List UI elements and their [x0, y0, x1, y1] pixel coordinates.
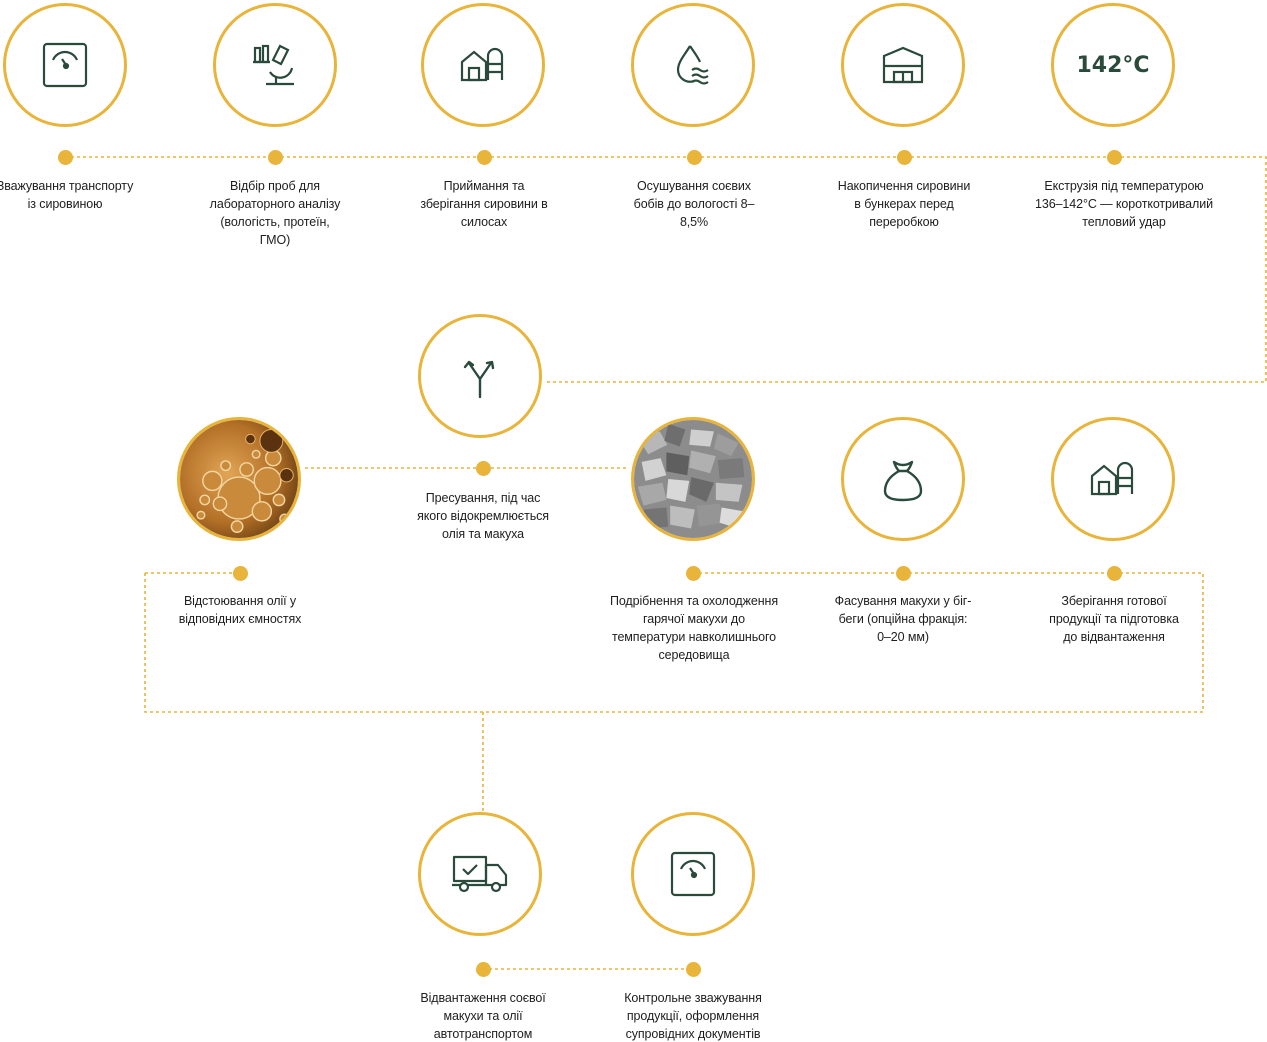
step-10-dot [896, 566, 911, 581]
step-10-label: Фасування макухи у біг-беги (опційна фра… [834, 594, 972, 644]
step-2-circle [213, 3, 337, 127]
step-1-dot [58, 150, 73, 165]
microscope-icon [253, 44, 294, 86]
step-9-dot [686, 566, 701, 581]
step-12-label: Відвантаження соєвої макухи та олії авто… [420, 991, 546, 1041]
hangar-icon [882, 46, 924, 84]
step-11-circle [1051, 417, 1175, 541]
step-6-dot [1107, 150, 1122, 165]
truck-icon [452, 855, 508, 893]
step-9-circle [631, 417, 755, 541]
step-12-circle [418, 812, 542, 936]
step-6-circle: 142°С [1051, 3, 1175, 127]
scale-icon [42, 42, 88, 88]
step-8-label: Відстоювання олії у відповідних ємностях [178, 594, 302, 626]
step-13-circle [631, 812, 755, 936]
step-1-label: Зважування транспорту із сировиною [0, 179, 134, 211]
step-6-label: Екструзія під температурою 136–142°С — к… [1034, 179, 1213, 229]
step-3-label: Приймання та зберігання сировини в силос… [420, 179, 548, 229]
drying-icon [676, 45, 709, 85]
cake-photo [634, 420, 752, 538]
step-2-dot [268, 150, 283, 165]
step-4-label: Осушування соєвих бобів до вологості 8–8… [633, 179, 755, 229]
temperature-text: 142°С [1076, 52, 1150, 78]
step-3-dot [477, 150, 492, 165]
step-8-dot [233, 566, 248, 581]
step-4-circle [631, 3, 755, 127]
scale-icon [670, 851, 716, 897]
step-4-dot [687, 150, 702, 165]
oil-photo [180, 420, 298, 538]
step-7-circle [418, 314, 542, 438]
step-7-label: Пресування, під час якого відокремлюєтьс… [417, 491, 549, 541]
silo-icon [460, 47, 504, 82]
step-9-label: Подрібнення та охолодження гарячої макух… [609, 594, 779, 662]
bag-icon [883, 460, 923, 502]
silo-icon [1090, 461, 1134, 496]
step-13-dot [686, 962, 701, 977]
step-12-dot [476, 962, 491, 977]
step-11-dot [1107, 566, 1122, 581]
step-1-circle [3, 3, 127, 127]
step-11-label: Зберігання готової продукції та підготов… [1049, 594, 1179, 644]
step-13-label: Контрольне зважування продукції, оформле… [624, 991, 762, 1041]
split-arrow-icon [463, 360, 495, 399]
step-5-label: Накопичення сировини в бункерах перед пе… [837, 179, 971, 229]
step-2-label: Відбір проб для лабораторного аналізу (в… [209, 179, 341, 247]
step-7-dot [476, 461, 491, 476]
step-3-circle [421, 3, 545, 127]
step-10-circle [841, 417, 965, 541]
step-5-circle [841, 3, 965, 127]
step-5-dot [897, 150, 912, 165]
step-8-circle [177, 417, 301, 541]
